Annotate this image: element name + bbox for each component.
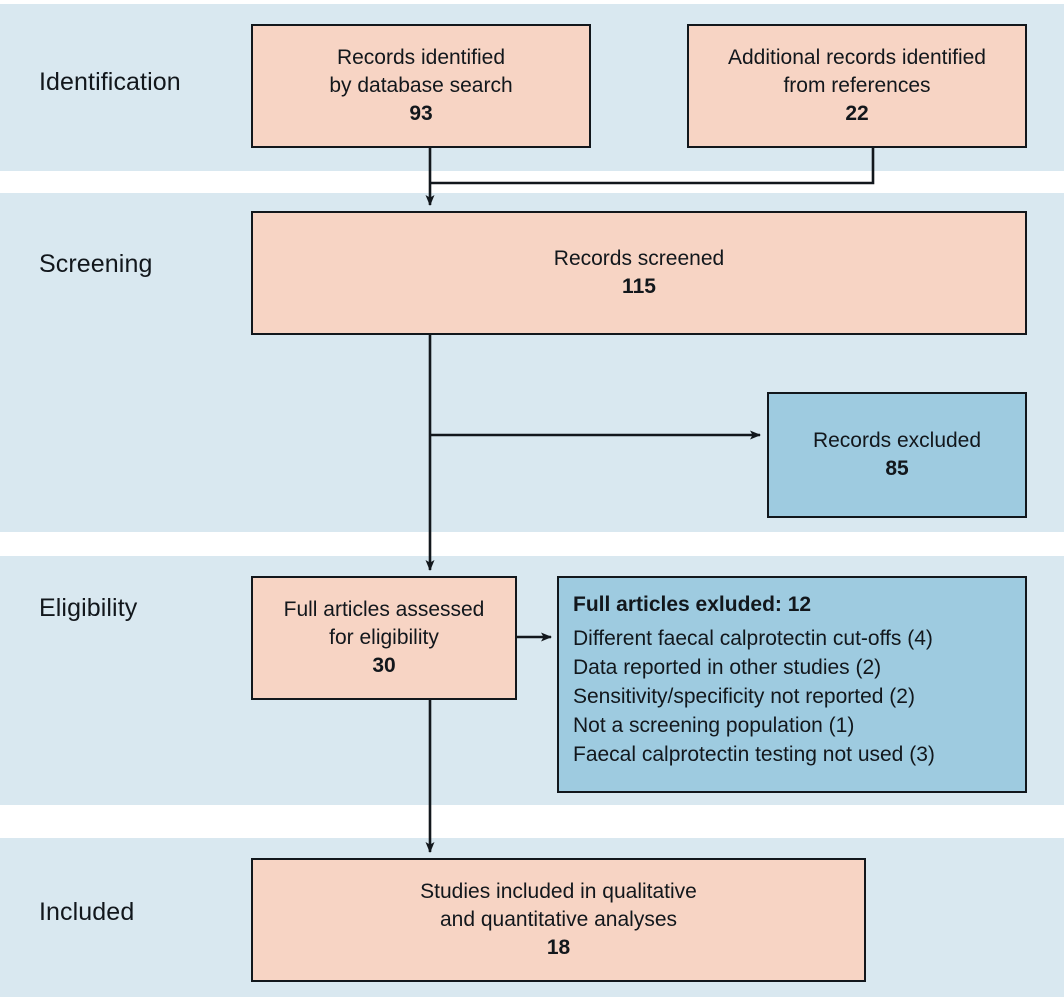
box-studies-included-count: 18 bbox=[546, 936, 571, 959]
box-records-excluded: Records excluded 85 bbox=[767, 392, 1027, 518]
box-additional-records-line-1: Additional records identified bbox=[728, 46, 986, 69]
box-full-articles-assessed: Full articles assessed for eligibility 3… bbox=[251, 576, 517, 700]
box-records-screened-line-1: Records screened bbox=[553, 247, 725, 270]
box-records-screened-count: 115 bbox=[622, 275, 656, 298]
box-records-identified-line-2: by database search bbox=[329, 74, 513, 97]
exclusion-reason-item: Not a screening population (1) bbox=[573, 714, 855, 737]
box-studies-included-line-2: and quantitative analyses bbox=[440, 908, 677, 931]
box-studies-included-line-1: Studies included in qualitative bbox=[420, 880, 697, 903]
exclusion-reason-item: Data reported in other studies (2) bbox=[573, 656, 882, 679]
box-records-excluded-count: 85 bbox=[885, 457, 909, 480]
box-additional-records: Additional records identified from refer… bbox=[687, 24, 1027, 148]
exclusion-reason-item: Faecal calprotectin testing not used (3) bbox=[573, 743, 935, 766]
box-full-articles-assessed-count: 30 bbox=[372, 654, 396, 677]
box-additional-records-line-2: from references bbox=[783, 74, 931, 97]
box-records-identified-line-1: Records identified bbox=[336, 46, 506, 69]
stage-label-identification: Identification bbox=[39, 68, 181, 96]
stage-label-included: Included bbox=[39, 898, 135, 926]
box-studies-included: Studies included in qualitative and quan… bbox=[251, 858, 866, 982]
box-records-excluded-line-1: Records excluded bbox=[812, 429, 982, 452]
box-additional-records-count: 22 bbox=[845, 102, 869, 125]
box-full-articles-excluded: Full articles exluded: 12 Different faec… bbox=[557, 576, 1027, 793]
box-records-screened: Records screened 115 bbox=[251, 211, 1027, 335]
exclusion-reason-item: Different faecal calprotectin cut-offs (… bbox=[573, 627, 933, 650]
box-full-articles-assessed-line-1: Full articles assessed bbox=[283, 598, 485, 621]
exclusion-reasons-title: Full articles exluded: 12 bbox=[573, 593, 812, 616]
box-records-identified: Records identified by database search 93 bbox=[251, 24, 591, 148]
exclusion-reason-item: Sensitivity/specificity not reported (2) bbox=[573, 685, 915, 708]
box-full-articles-assessed-line-2: for eligibility bbox=[329, 626, 439, 649]
box-records-identified-count: 93 bbox=[409, 102, 433, 125]
stage-label-screening: Screening bbox=[39, 250, 153, 278]
stage-label-eligibility: Eligibility bbox=[39, 594, 138, 622]
